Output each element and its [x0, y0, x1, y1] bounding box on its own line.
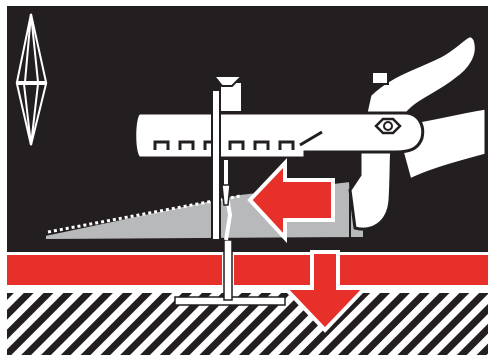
clamp-tool — [133, 34, 488, 241]
red-tile-layer — [7, 252, 488, 285]
push-left-arrow — [247, 157, 335, 244]
orientation-mark-icon — [15, 13, 48, 146]
gap-strip — [7, 285, 488, 293]
press-down-arrow — [280, 250, 370, 333]
spacer-stem — [223, 239, 233, 301]
